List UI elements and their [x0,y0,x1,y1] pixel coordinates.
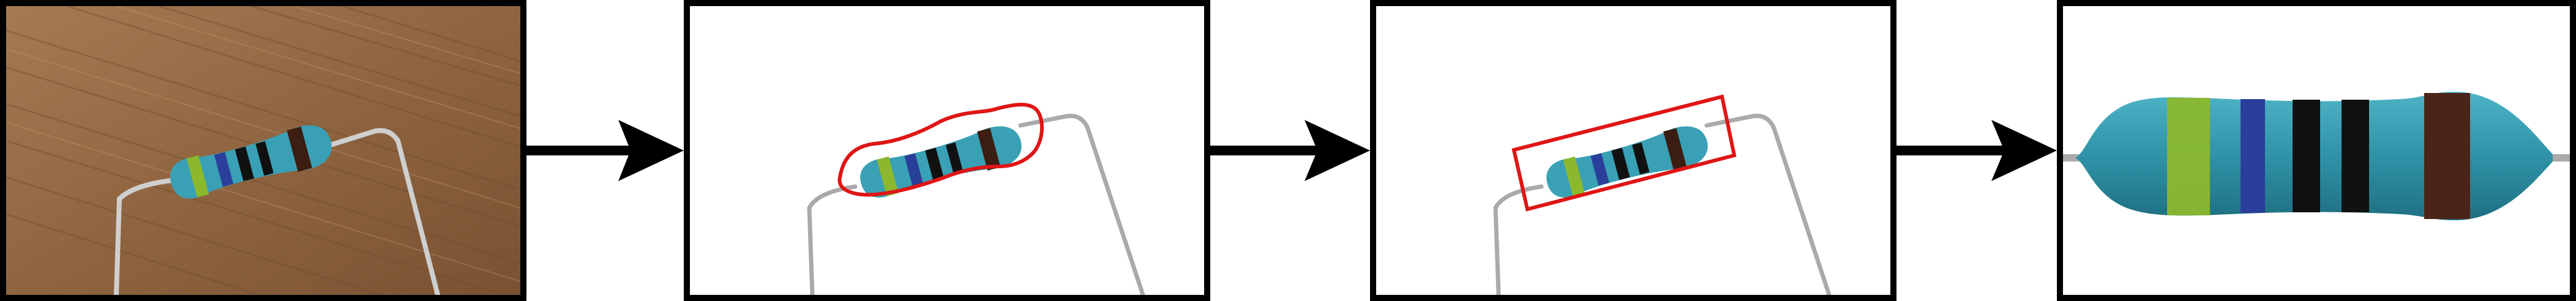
rectified-crop-image [2063,92,2570,220]
band-blue [2241,99,2265,213]
resistor [1546,126,1708,198]
resistor-leads [807,113,1145,295]
arrow-2 [1210,114,1370,187]
resistor [170,125,332,199]
band-brown [2424,93,2470,219]
band-green [2167,98,2210,215]
segmentation-panel [684,0,1210,301]
rotated-bounding-box [1511,94,1737,212]
bounding-box-panel [1370,0,1896,301]
arrow-1 [526,114,684,187]
arrow-3 [1896,114,2057,187]
input-photo-image [6,6,520,295]
resistor-leads [114,128,440,295]
resistor-leads [1493,113,1832,295]
segmentation-image [807,103,1145,295]
bounding-box-image [1493,94,1832,295]
band-black-1 [2293,100,2320,212]
resistor [860,126,1022,198]
input-photo-panel [0,0,526,301]
segmentation-contour [837,103,1044,197]
band-black-2 [2342,100,2369,212]
rectified-crop-panel [2057,0,2576,301]
